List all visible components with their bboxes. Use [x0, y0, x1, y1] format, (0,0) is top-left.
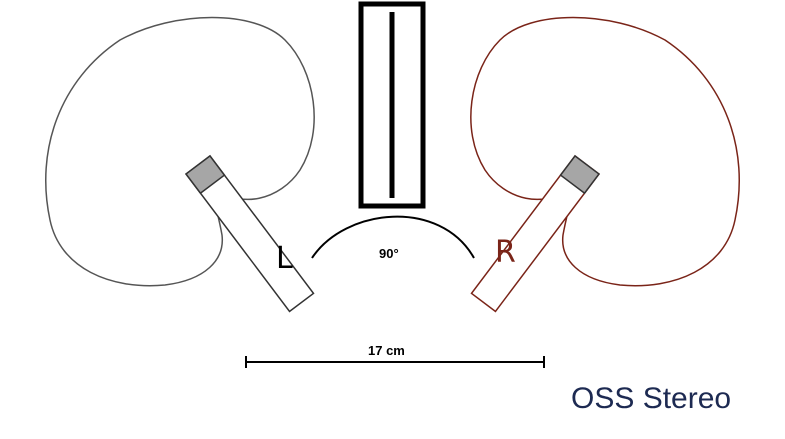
right-polar-pattern [470, 16, 740, 287]
right-mic-label: R [495, 235, 516, 270]
distance-label: 17 cm [368, 343, 405, 358]
baffle-disk [358, 1, 426, 209]
distance-marker [245, 356, 545, 368]
angle-arc [311, 215, 475, 259]
left-mic-capsule [184, 154, 226, 195]
angle-label: 90° [379, 246, 399, 261]
left-mic-label: L [276, 241, 293, 276]
diagram-caption: OSS Stereo [571, 382, 732, 415]
left-mic: L [45, 16, 315, 313]
left-polar-pattern [45, 16, 315, 287]
right-mic-capsule [559, 154, 601, 195]
right-mic: R [470, 16, 740, 313]
